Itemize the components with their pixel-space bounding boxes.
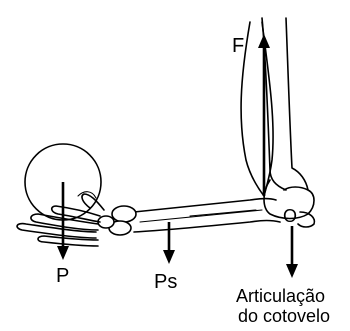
joint-arrow bbox=[286, 226, 298, 278]
forearm bbox=[134, 199, 280, 233]
label-force: F bbox=[232, 35, 244, 57]
label-pivot: O bbox=[283, 206, 297, 226]
label-joint-line1: Articulação bbox=[236, 286, 325, 306]
segment-weight-arrow-Ps bbox=[163, 222, 175, 264]
label-weight: P bbox=[56, 265, 69, 287]
label-segment-weight: Ps bbox=[154, 271, 177, 293]
humerus bbox=[262, 18, 308, 190]
label-joint-line2: do cotovelo bbox=[238, 306, 330, 326]
